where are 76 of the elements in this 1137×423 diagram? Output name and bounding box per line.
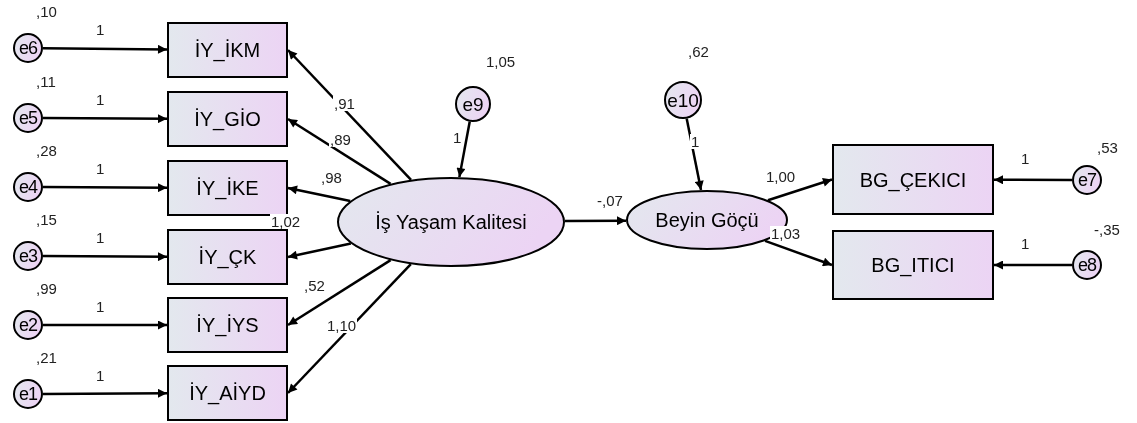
observed-variable-box [167,229,288,285]
edge-label: 1,10 [326,318,358,333]
edge-label: 1,02 [270,214,302,229]
variance-label: 1,05 [486,54,516,69]
arrow [456,121,471,178]
arrow [685,118,704,191]
variable-label: İY_İYS [196,315,259,335]
arrow [43,252,167,262]
edge-label: 1,00 [765,169,797,184]
variable-label: İY_AİYD [189,383,266,403]
edge-label: 1 [95,299,106,314]
error-term-label: e8 [1078,256,1096,274]
arrow [287,49,412,181]
error-term-label: e4 [19,178,37,196]
edge-label: 1 [95,22,106,37]
variance-label: ,11 [36,74,56,89]
arrow [43,44,167,54]
edge-label: ,98 [320,170,343,185]
edge-label: ,91 [333,96,356,111]
variance-label: ,10 [36,4,57,19]
arrow [43,183,167,193]
arrow [43,320,167,330]
edge-label: 1 [95,368,106,383]
observed-variable-box [167,160,288,216]
edge-label: ,89 [329,132,352,147]
variance-label: ,99 [36,281,57,296]
arrow [994,175,1072,185]
variance-label: ,15 [36,212,57,227]
observed-variable-box [832,144,994,215]
variable-label: BG_ÇEKICI [859,169,967,190]
error-term-label: e9 [462,94,484,114]
error-term-label: e5 [19,109,37,127]
variable-label: İY_GİO [194,109,261,129]
edge-label: ,52 [303,278,326,293]
variable-label: BG_ITICI [871,255,955,275]
arrow [287,117,392,185]
observed-variable-box [167,365,288,421]
edge-label: 1 [95,92,106,107]
edge-label: 1 [1020,236,1031,251]
latent-variable-label: İş Yaşam Kalitesi [375,212,527,232]
error-term-label: e2 [19,316,37,334]
variable-label: İY_ÇK [198,247,257,267]
variance-label: -,35 [1094,222,1120,237]
arrow [287,185,351,203]
arrow [764,239,833,267]
error-term-label: e7 [1078,171,1096,189]
edge-label: 1,03 [770,226,802,241]
edge-label: 1 [95,161,106,176]
arrow [287,259,392,327]
error-term-label: e1 [19,385,37,403]
variance-label: ,53 [1097,140,1118,155]
variance-label: ,28 [36,143,57,158]
arrow [287,263,412,394]
arrow [767,178,833,202]
observed-variable-box [167,22,288,78]
variance-label: ,62 [688,44,709,59]
error-term-label: e6 [19,39,37,57]
edge-label: 1 [1020,151,1031,166]
observed-variable-box [167,297,288,353]
edge-label: 1 [95,230,106,245]
variance-label: ,21 [36,350,57,365]
arrow [994,260,1072,270]
arrow [43,388,167,398]
error-term-label: e10 [667,90,699,110]
observed-variable-box [832,230,994,300]
latent-variable-label: Beyin Göçü [655,210,759,230]
edge-label: 1 [690,134,701,149]
arrow [564,216,627,226]
variable-label: İY_İKM [194,40,261,60]
error-term-label: e3 [19,247,37,265]
arrow [287,242,352,260]
arrow [43,114,167,124]
observed-variable-box [167,91,288,147]
variable-label: İY_İKE [196,178,259,198]
edge-label: 1 [452,130,463,145]
edge-label: -,07 [596,193,624,208]
